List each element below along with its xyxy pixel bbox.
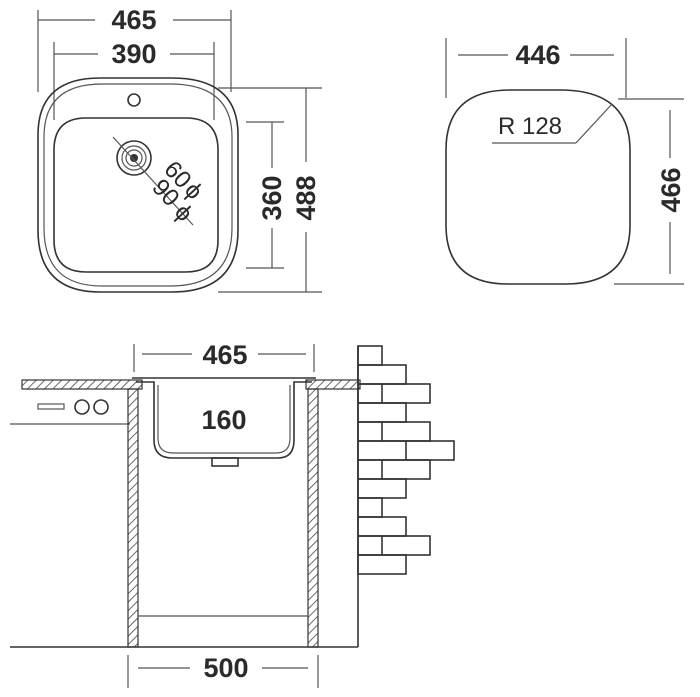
sink-outer-rim: [37, 77, 239, 293]
section-depth-label: 160: [201, 405, 246, 435]
section-sink-width-label: 465: [202, 340, 247, 370]
countertop-right: [305, 379, 361, 390]
top-inner-height-label: 360: [257, 175, 287, 220]
bowl-height-label: 466: [656, 167, 686, 212]
cabinet-wall-right: [307, 388, 319, 648]
top-outer-height-label: 488: [291, 175, 321, 220]
drain-outlet-icon: [211, 457, 239, 467]
top-outer-width-label: 465: [111, 5, 156, 35]
drain-leader-line: [112, 136, 194, 226]
bowl-view: 446 R 128 466: [445, 38, 686, 285]
bowl-width-label: 446: [515, 40, 560, 70]
top-view: 465 390 60 ϕ 90 ϕ: [37, 5, 322, 293]
bowl-outline: [445, 89, 631, 285]
sink-bowl: [53, 117, 219, 273]
top-inner-width-label: 390: [111, 39, 156, 69]
radius-leader: [575, 103, 613, 144]
tap-hole-icon: [127, 93, 141, 107]
sink-bowl-inner: [157, 385, 291, 454]
knob-icon: [93, 399, 109, 415]
section-cabinet-width-label: 500: [203, 653, 248, 683]
countertop-left: [21, 379, 143, 390]
drain-icon: [116, 140, 152, 176]
cabinet-wall-left: [127, 388, 139, 648]
sink-inner-rim: [43, 83, 233, 287]
bowl-radius-label: R 128: [498, 113, 562, 140]
brick-wall: [357, 345, 455, 647]
section-view: 465 160 500: [10, 340, 455, 688]
knob-icon: [74, 399, 90, 415]
appliance-handle-icon: [37, 403, 65, 410]
